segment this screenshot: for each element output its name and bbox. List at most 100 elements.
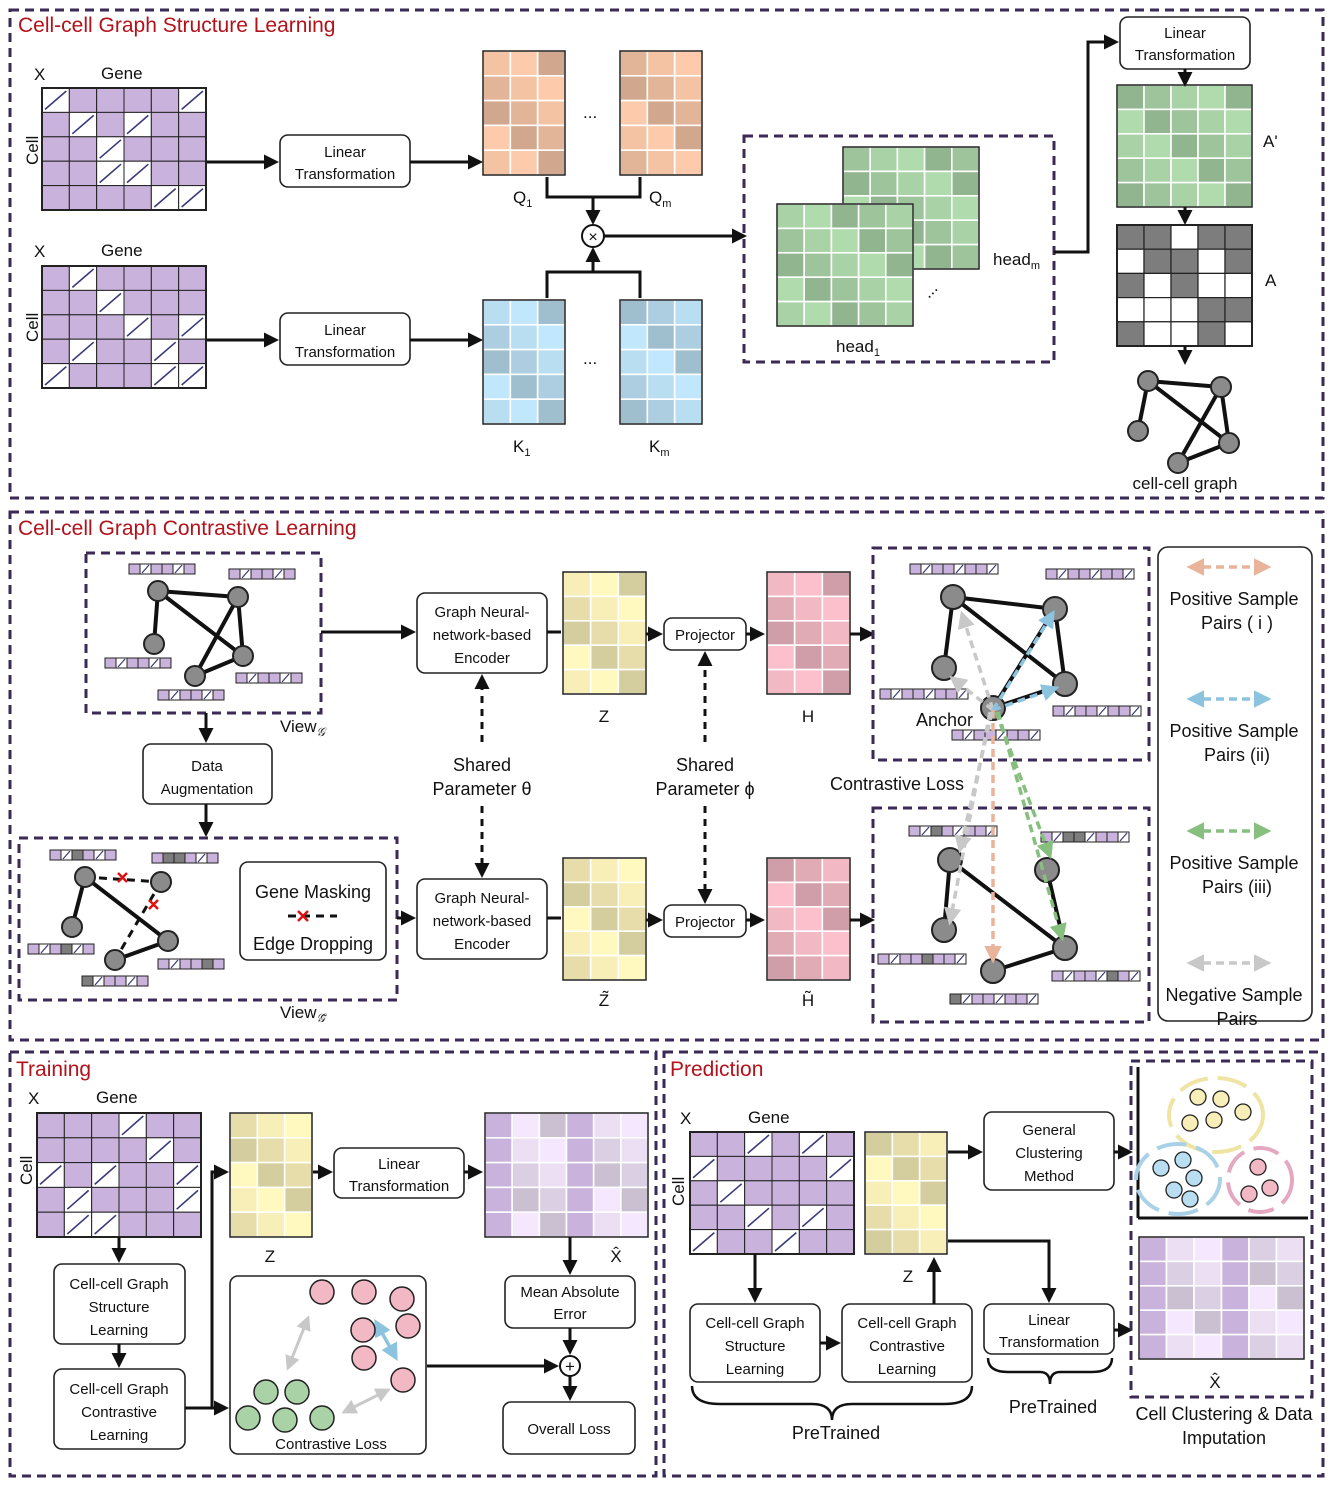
cluster-blue-dot-0 (1152, 1159, 1170, 1177)
a-label: A (1265, 271, 1277, 290)
anchor-feature-5 (951, 729, 1041, 741)
cl-training-line2: Contrastive (81, 1404, 157, 1421)
multiply-symbol: × (588, 229, 597, 246)
xhat-matrix-prediction (1138, 1236, 1305, 1360)
contrastive-section-frame (8, 510, 1325, 1042)
legend-line1-3: Positive Sample (1169, 853, 1298, 873)
linear-q-line1: Linear (324, 144, 366, 161)
xhat-label-training: X̂ (610, 1246, 621, 1266)
x-label-mid: X (34, 242, 45, 261)
headm-label: headm (993, 250, 1040, 272)
pretrained-brace-right (986, 1357, 1114, 1385)
cluster-blue-ring (1134, 1142, 1222, 1216)
view-g-feature-1 (128, 563, 196, 575)
legend-line2-4: Pairs (1216, 1009, 1257, 1029)
x-matrix-top (41, 87, 207, 211)
qm-matrix (619, 50, 703, 176)
anchor-view-frame (871, 546, 1151, 762)
closs-green-dot-4 (309, 1405, 335, 1431)
negative-pair-arrow-2 (949, 675, 995, 712)
gene-masking-label: Gene Masking (255, 882, 371, 902)
cell-label-training: Cell (17, 1156, 36, 1185)
cl-prediction-line3: Learning (878, 1361, 936, 1378)
gnn-bottom-line1: Graph Neural- (434, 890, 529, 907)
gnn-top-line1: Graph Neural- (434, 604, 529, 621)
cluster-pink-dot-1 (1240, 1185, 1258, 1203)
contrastive-learning-prediction-box (841, 1303, 973, 1383)
aprime-matrix (1116, 84, 1253, 208)
data-aug-line2: Augmentation (161, 781, 254, 798)
adjacency-matrix (1116, 224, 1253, 347)
linear-training-line2: Transformation (349, 1178, 449, 1195)
gcm-line1: General (1022, 1122, 1075, 1139)
linear-prediction-line2: Transformation (999, 1334, 1099, 1351)
z-label-contrastive: Z (599, 707, 609, 726)
legend-line2-3: Pairs (iii) (1202, 877, 1272, 897)
view-g-tilde-label: View𝒢̃ (280, 1003, 328, 1025)
cl-training-line3: Learning (90, 1427, 148, 1444)
sl-training-line3: Learning (90, 1322, 148, 1339)
h-label: H (802, 707, 814, 726)
closs-pink-dot-1 (351, 1279, 377, 1305)
q-dots: ... (583, 103, 597, 122)
gnn-top-line3: Encoder (454, 650, 510, 667)
sl-prediction-line1: Cell-cell Graph (705, 1315, 804, 1332)
cluster-blue-dot-1 (1174, 1151, 1192, 1169)
anchor-feature-4 (1052, 705, 1142, 717)
cell-label-mid: Cell (23, 313, 42, 342)
pretrained-left-label: PreTrained (792, 1423, 880, 1443)
mae-line1: Mean Absolute (520, 1284, 619, 1301)
data-aug-line1: Data (191, 758, 223, 775)
gene-label-prediction: Gene (748, 1108, 790, 1127)
negative-pair-arrow-4 (944, 711, 992, 926)
x-matrix-mid (41, 265, 207, 389)
cluster-pink-ring (1226, 1146, 1294, 1214)
km-label: Km (649, 437, 670, 459)
cluster-yellow-dot-2 (1234, 1103, 1252, 1121)
aug-feature-1 (908, 825, 998, 837)
gene-label-mid: Gene (101, 241, 143, 260)
closs-pink-dot-6 (390, 1367, 416, 1393)
anchor-feature-1 (909, 563, 999, 575)
linear-k-line1: Linear (324, 322, 366, 339)
anchor-feature-2 (1045, 568, 1135, 580)
legend-line2-2: Pairs (ii) (1204, 745, 1270, 765)
head1-matrix (776, 203, 914, 327)
gnn-bottom-line2: network-based (433, 913, 531, 930)
shared-phi-line1: Shared (676, 755, 734, 775)
section-title-contrastive: Cell-cell Graph Contrastive Learning (18, 517, 357, 540)
cluster-pink-dot-0 (1249, 1158, 1267, 1176)
pretrained-brace-left (690, 1385, 974, 1421)
negative-pair-arrow-1 (957, 610, 995, 711)
positive-pair-ii-arrow-2 (992, 684, 1060, 712)
view-tilde-feature-2 (151, 852, 219, 864)
shared-theta-line2: Parameter θ (432, 779, 531, 799)
closs-dots (235, 1279, 421, 1433)
sl-training-line2: Structure (89, 1299, 150, 1316)
prediction-section-frame (662, 1050, 1325, 1478)
cell-cell-graph-output (1127, 370, 1240, 474)
attention-heads-frame (742, 134, 1056, 364)
cluster-blue-dot-4 (1181, 1190, 1199, 1208)
cluster-pink-dot-2 (1261, 1179, 1279, 1197)
cell-label-prediction: Cell (669, 1177, 688, 1206)
closs-negative-arrow-2 (341, 1388, 391, 1414)
closs-negative-arrow-1 (285, 1315, 311, 1371)
overall-loss-box (502, 1401, 636, 1455)
shared-theta-line1: Shared (453, 755, 511, 775)
edge-dropping-label: Edge Dropping (253, 934, 373, 954)
h-tilde-label: H̃ (802, 990, 814, 1010)
output-line2: Imputation (1182, 1428, 1266, 1448)
closs-pink-dot-5 (351, 1345, 377, 1371)
z-tilde-matrix (562, 857, 647, 981)
gene-label-training: Gene (96, 1088, 138, 1107)
aug-feature-5 (949, 993, 1039, 1005)
linear-q-line2: Transformation (295, 166, 395, 183)
closs-arrows (285, 1315, 398, 1414)
contrastive-loss-label: Contrastive Loss (830, 774, 964, 794)
